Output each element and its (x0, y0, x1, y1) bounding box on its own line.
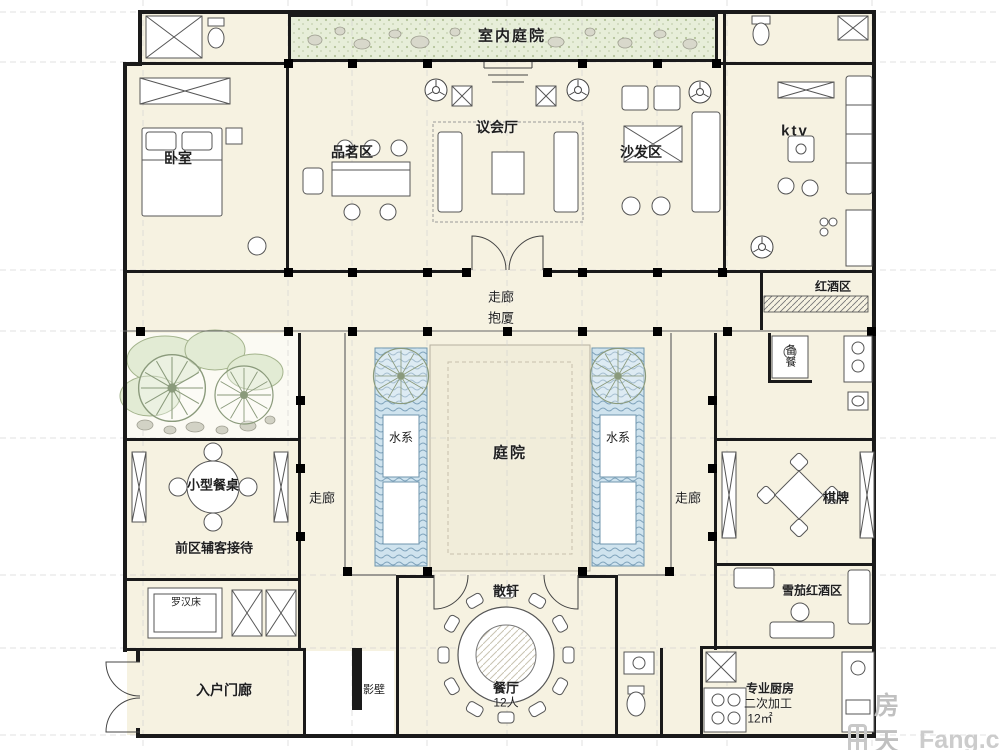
room-label-cigar-wine: 雪茄红酒区 (781, 583, 843, 598)
room-label-corridor-center: 走廊 (487, 289, 515, 305)
room-label-corridor-right: 走廊 (674, 490, 702, 506)
room-label-meeting-hall: 议会厅 (476, 119, 518, 135)
colonnade-lines (123, 330, 874, 576)
room-label-bedroom: 卧室 (164, 150, 192, 166)
room-label-dining-room: 餐厅 (492, 680, 520, 696)
room-label-corridor-left: 走廊 (308, 490, 336, 506)
room-label-entrance-porch: 入户门廊 (196, 682, 252, 698)
watermark-brand-cn: 房天下 (874, 692, 900, 750)
kitchen-fixtures (703, 651, 875, 733)
room-label-luohan-bed: 罗汉床 (171, 597, 201, 609)
pantry-fixtures (771, 335, 873, 411)
room-label-screen-wall: 影壁 (363, 684, 385, 696)
room-label-dining-capacity: 12人 (493, 695, 519, 710)
dining-table (437, 586, 575, 724)
room-label-courtyard: 庭院 (492, 444, 528, 462)
storage-top-left (145, 15, 225, 59)
wine-shelf (763, 295, 869, 313)
ktv-furniture (751, 15, 873, 267)
meeting-hall-furniture (432, 85, 584, 223)
room-label-food-prep: 备餐 (784, 344, 796, 368)
room-label-kitchen-1: 专业厨房 (745, 681, 795, 696)
watermark: 房天下 Fang.com (848, 686, 1000, 750)
small-dining-furniture (131, 442, 289, 532)
furniture (131, 15, 875, 733)
room-label-sofa-area: 沙发区 (620, 144, 662, 160)
columns (136, 59, 876, 576)
sofa-area-furniture (621, 85, 721, 216)
room-label-kitchen-2: 二次加工 (743, 696, 793, 711)
bedroom-furniture (139, 77, 267, 256)
doors (105, 62, 579, 733)
room-label-tea-area: 品茗区 (331, 144, 373, 160)
room-label-small-dining: 小型餐桌 (186, 477, 240, 493)
room-label-ktv: ktv (781, 122, 809, 140)
room-label-chess-room: 棋牌 (822, 490, 850, 506)
room-label-indoor-courtyard: 室内庭院 (477, 27, 547, 45)
service-wc-fixtures (623, 651, 655, 717)
room-label-baosha: 抱厦 (487, 310, 515, 326)
room-label-wine-area: 红酒区 (814, 279, 852, 294)
chess-room-furniture (721, 451, 875, 539)
walls (123, 10, 876, 738)
watermark-brand-en: Fang.com (919, 725, 1000, 750)
garden-strip (291, 17, 715, 59)
room-label-water-right: 水系 (605, 430, 631, 445)
room-label-water-left: 水系 (388, 430, 414, 445)
fang-logo-icon (848, 724, 868, 750)
luohan-bed-furniture (147, 587, 297, 639)
room-label-front-reception: 前区辅客接待 (174, 540, 254, 556)
tea-area-furniture (302, 139, 411, 221)
cigar-lounge-furniture (733, 567, 871, 639)
room-label-pavilion: 散轩 (492, 583, 520, 599)
room-label-kitchen-3: 12㎡ (747, 711, 773, 726)
